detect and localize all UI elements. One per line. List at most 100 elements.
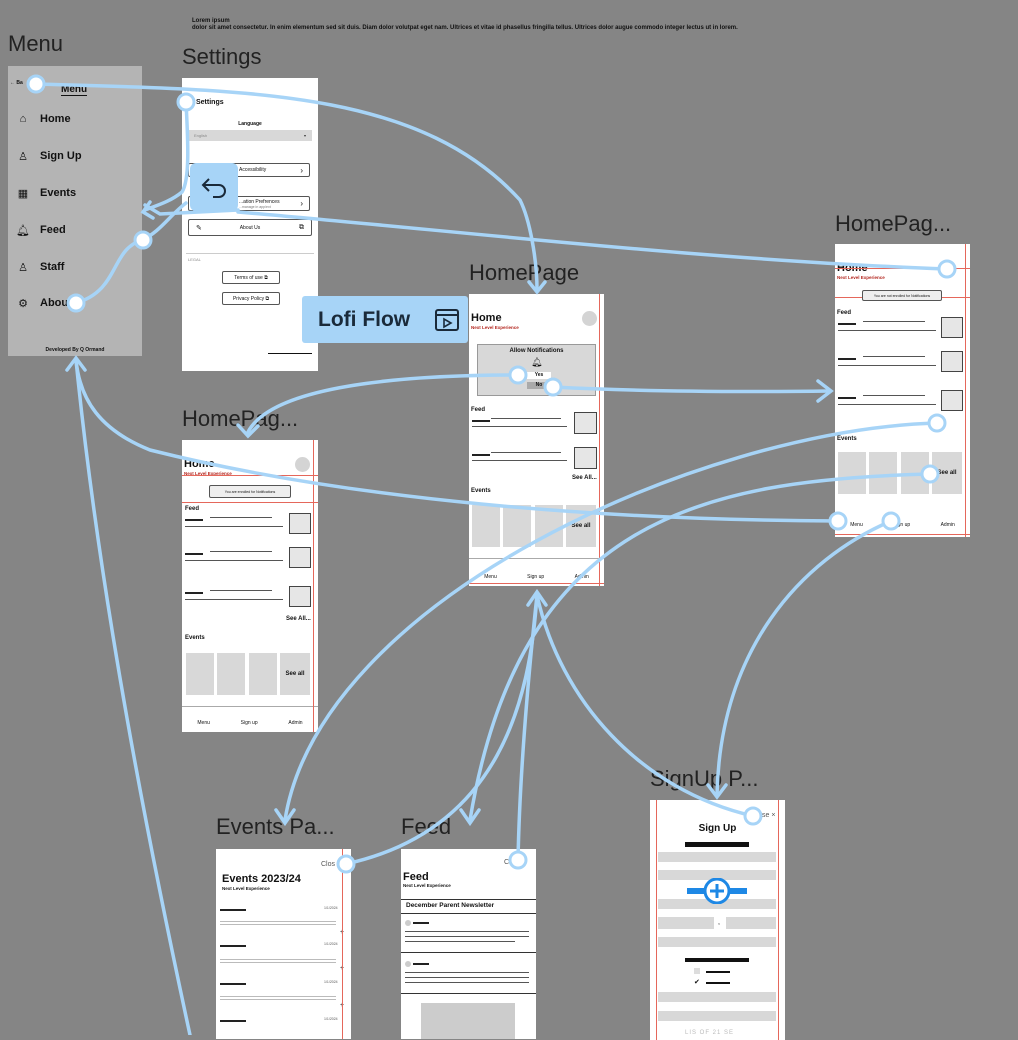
frame-title-feed[interactable]: Feed [401, 814, 452, 839]
guide-line [313, 440, 314, 732]
menu-item-staff[interactable]: ♙Staff [16, 260, 64, 274]
submit-button-label[interactable]: LIS OF 21 SE [685, 1030, 735, 1036]
menu-item-home[interactable]: ⌂Home [16, 112, 71, 126]
menu-item-label: Abou [40, 297, 69, 309]
nav-admin[interactable]: Admin [574, 574, 589, 580]
language-select[interactable]: English▾ [188, 130, 312, 141]
feed-item-line [472, 454, 490, 456]
pencil-icon: ✎ [196, 224, 202, 232]
homepage-right-frame[interactable]: Home Next Level Experience You are not e… [835, 244, 970, 537]
menu-item-about[interactable]: ⚙Abou [16, 296, 68, 310]
image-icon [941, 390, 963, 411]
see-all-events-button[interactable]: See all [280, 653, 310, 695]
menu-back-link[interactable]: ← Ba [10, 80, 23, 86]
close-button[interactable]: Clos [321, 861, 336, 868]
frame-title-homepage-left[interactable]: HomePag... [182, 406, 299, 431]
frame-title-menu[interactable]: Menu [8, 31, 64, 56]
input-field[interactable] [658, 992, 776, 1002]
see-all-events-button[interactable]: See all [566, 505, 596, 547]
divider [401, 993, 536, 994]
menu-frame[interactable]: ← Ba Menu ⌂Home ♙Sign Up ▦Events 🔔︎Feed … [8, 66, 142, 356]
feed-item-line [863, 321, 925, 322]
nav-menu[interactable]: Menu [850, 522, 863, 528]
terms-button[interactable]: Terms of use ⧉ [222, 271, 280, 284]
nav-admin[interactable]: Admin [288, 720, 303, 726]
menu-item-feed[interactable]: 🔔︎Feed [16, 223, 66, 237]
feed-post-line [405, 931, 529, 932]
avatar [405, 920, 411, 926]
menu-item-signup[interactable]: ♙Sign Up [16, 149, 82, 163]
privacy-button[interactable]: Privacy Policy ⧉ [222, 292, 280, 305]
privacy-label: Privacy Policy [232, 295, 265, 302]
nav-menu[interactable]: Menu [197, 720, 210, 726]
yes-button[interactable]: Yes [527, 372, 551, 379]
close-button[interactable]: se × [762, 812, 776, 819]
events-page-subtitle: Next Level Experience [222, 886, 270, 891]
note-body: dolor sit amet consectetur. In enim elem… [192, 25, 738, 31]
settings-frame[interactable]: Settings Language English▾ Accessibility… [182, 78, 318, 371]
close-button[interactable]: Clos [504, 859, 519, 866]
settings-title: Settings [196, 99, 224, 106]
input-field[interactable] [658, 899, 776, 909]
checkbox[interactable] [694, 968, 700, 974]
frame-title-signup[interactable]: SignUp P... [650, 766, 759, 791]
see-all-feed-link[interactable]: See All... [286, 616, 311, 622]
guide-line [469, 583, 604, 584]
newsletter-title[interactable]: December Parent Newsletter [406, 902, 495, 909]
events-page-frame[interactable]: Clos Events 2023/24 Next Level Experienc… [216, 849, 351, 1039]
signup-section-bar [685, 958, 749, 962]
feed-item-line [838, 330, 936, 331]
nav-admin[interactable]: Admin [940, 522, 955, 528]
home-title: Home [471, 312, 502, 324]
checkbox-checked[interactable]: ✔ [694, 979, 700, 986]
frame-title-events[interactable]: Events Pa... [216, 814, 335, 839]
image-placeholder [421, 1003, 515, 1039]
play-icon [435, 308, 460, 331]
menu-item-events[interactable]: ▦Events [16, 186, 76, 200]
avatar[interactable] [295, 457, 310, 472]
input-field[interactable] [658, 852, 776, 862]
input-field[interactable] [658, 937, 776, 947]
feed-item-line [838, 365, 936, 366]
staff-icon: ♙ [18, 261, 28, 274]
input-field[interactable] [658, 1011, 776, 1021]
feed-page-frame[interactable]: Clos Feed Next Level Experience December… [401, 849, 536, 1039]
nav-signup[interactable]: Sign up [527, 574, 545, 580]
input-field[interactable] [726, 917, 776, 929]
event-date: 1/1/2024 [324, 980, 338, 984]
add-photo-icon[interactable] [687, 877, 747, 905]
event-card[interactable] [249, 653, 277, 695]
input-field[interactable] [658, 917, 714, 929]
avatar[interactable] [582, 311, 597, 326]
event-card[interactable] [838, 452, 866, 494]
event-date: 1/1/2024 [324, 1017, 338, 1021]
signup-page-frame[interactable]: se × Sign Up , ✔ LIS OF 21 SE [650, 800, 785, 1040]
no-button[interactable]: No [527, 382, 551, 389]
event-card[interactable] [217, 653, 245, 695]
feed-item-line [210, 551, 272, 552]
frame-title-settings[interactable]: Settings [182, 44, 262, 69]
homepage-main-frame[interactable]: Home Next Level Experience Allow Notific… [469, 294, 604, 586]
homepage-left-frame[interactable]: Home Next Level Experience You are enrol… [182, 440, 318, 732]
see-all-events-button[interactable]: See all [932, 452, 962, 494]
event-card[interactable] [901, 452, 929, 494]
about-us-row[interactable]: ✎About Us⧉ [188, 219, 312, 236]
nav-signup[interactable]: Sign up [240, 720, 258, 726]
lofi-flow-button[interactable]: Lofi Flow [302, 296, 468, 343]
event-card[interactable] [472, 505, 500, 547]
frame-title-homepage-right[interactable]: HomePag... [835, 211, 952, 236]
event-card[interactable] [503, 505, 531, 547]
event-card[interactable] [869, 452, 897, 494]
event-card[interactable] [535, 505, 563, 547]
frame-title-homepage[interactable]: HomePage [469, 260, 580, 285]
feed-item-line [185, 526, 283, 527]
menu-item-label: Feed [40, 224, 66, 236]
nav-menu[interactable]: Menu [484, 574, 497, 580]
event-card[interactable] [186, 653, 214, 695]
nav-signup[interactable]: Sign up [893, 522, 911, 528]
image-icon [574, 447, 597, 469]
back-navigation-tile[interactable] [190, 163, 238, 211]
see-all-feed-link[interactable]: See All... [572, 475, 597, 481]
terms-label: Terms of use [234, 274, 263, 281]
input-field[interactable] [658, 870, 776, 880]
